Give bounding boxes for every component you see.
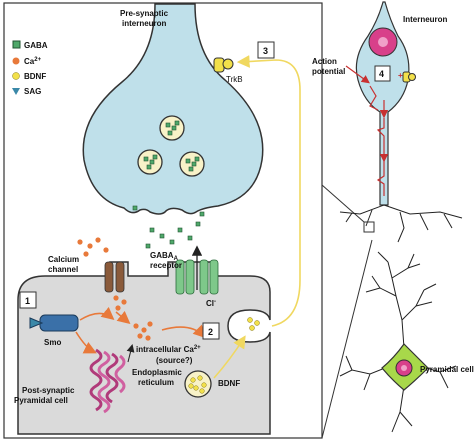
legend: GABA Ca2+ BDNF SAG — [12, 40, 48, 96]
er-release-arrow — [126, 344, 135, 363]
intracellular-calcium-label: intracellular Ca2+ — [136, 345, 201, 354]
presynaptic-label-1: Pre-synaptic — [120, 9, 169, 18]
presynaptic-terminal — [82, 3, 264, 215]
svg-text:2: 2 — [208, 327, 213, 337]
interneuron-trkb-icon — [402, 71, 416, 83]
calcium-channel-label-2: channel — [48, 265, 78, 274]
presynaptic-label-2: interneuron — [122, 19, 167, 28]
trkb-label: TrkB — [226, 75, 243, 84]
calcium-channel-icon — [104, 261, 125, 293]
smo-receptor-icon — [29, 314, 79, 332]
action-potential-trace — [369, 85, 385, 196]
zoom-line-top — [321, 184, 365, 223]
gaba-a-receptor-icon — [175, 259, 219, 295]
legend-calcium-label: Ca2+ — [24, 57, 42, 66]
postsynaptic-label-1: Post-synaptic — [22, 386, 75, 395]
svg-text:4: 4 — [379, 69, 384, 79]
pyramidal-dendrites — [339, 251, 457, 433]
step-2-box: 2 — [202, 322, 220, 340]
er-label-2: reticulum — [138, 378, 174, 387]
calcium-dot-icon — [12, 57, 20, 65]
step-3-box: 3 — [257, 41, 275, 59]
trkb-receptor-icon — [213, 57, 234, 73]
gaba-cube-icon — [12, 40, 21, 49]
smo-label: Smo — [44, 338, 61, 347]
sag-triangle-icon — [12, 88, 20, 95]
interneuron-nucleolus — [378, 37, 388, 47]
intracellular-source-label: (source?) — [156, 356, 193, 365]
zoom-line-bottom — [321, 239, 373, 439]
released-gaba — [132, 205, 205, 249]
er-label-1: Endoplasmic — [132, 368, 182, 377]
gaba-receptor-label-1: GABAA — [150, 251, 179, 262]
endoplasmic-reticulum-icon — [89, 348, 126, 414]
bdnf-to-release-arrow — [213, 335, 246, 379]
legend-sag-label: SAG — [24, 87, 41, 96]
calcium-to-step2-arrow — [161, 324, 207, 339]
step-1-box: 1 — [19, 291, 37, 309]
action-potential-label-2: potential — [312, 67, 345, 76]
legend-bdnf-label: BDNF — [24, 72, 46, 81]
action-potential-pointer — [345, 65, 370, 84]
interneuron-label: Interneuron — [403, 15, 448, 24]
pyramidal-nucleolus — [401, 365, 407, 371]
bdnf-exocytosis — [247, 317, 260, 331]
legend-gaba-label: GABA — [24, 41, 48, 50]
pyramidal-cell-label: Pyramidal cell — [420, 365, 474, 374]
svg-text:3: 3 — [263, 46, 268, 56]
bdnf-dot-icon — [12, 72, 20, 80]
step-4-box: 4 — [374, 65, 391, 82]
bdnf-retrograde-arrow — [236, 55, 301, 327]
bdnf-vesicle-label: BDNF — [218, 379, 240, 388]
chloride-label: Cl- — [206, 299, 216, 308]
svg-text:1: 1 — [25, 296, 30, 306]
smo-to-calcium-arrow — [79, 306, 115, 321]
action-potential-label-1: Action — [312, 57, 337, 66]
axon-arbor — [339, 204, 463, 243]
channel-to-calcium-arrow — [115, 310, 131, 325]
zoom-region-box — [363, 221, 375, 233]
bdnf-vesicle — [184, 370, 212, 398]
calcium-channel-label-1: Calcium — [48, 255, 79, 264]
calcium-ions — [77, 237, 153, 341]
interneuron-body — [355, 1, 410, 206]
postsynaptic-label-2: Pyramidal cell — [14, 396, 68, 405]
smo-to-er-arrow — [75, 331, 97, 354]
gaba-receptor-label-2: receptor — [150, 261, 182, 270]
synaptic-vesicles — [137, 115, 205, 177]
